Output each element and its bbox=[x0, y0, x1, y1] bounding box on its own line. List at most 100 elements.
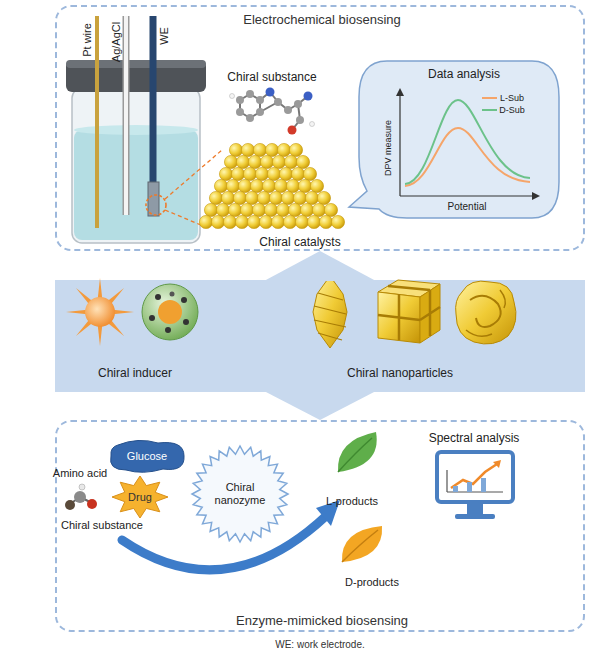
monitor-trend-head bbox=[493, 460, 501, 468]
molecule-circle bbox=[274, 98, 282, 106]
label-text: Chiral substance bbox=[227, 71, 316, 85]
gold-atom bbox=[235, 215, 248, 228]
label-text: L-Sub bbox=[500, 93, 524, 103]
gold-atom bbox=[214, 179, 227, 192]
electrochemical-cell bbox=[66, 16, 222, 243]
gold-atom bbox=[238, 179, 251, 192]
gold-atom bbox=[255, 167, 268, 180]
gold-helicoid-path bbox=[470, 296, 501, 327]
gold-atom bbox=[293, 191, 306, 204]
label-text: D-products bbox=[345, 576, 399, 589]
gold-atom bbox=[277, 143, 290, 156]
gold-atom bbox=[264, 203, 277, 216]
electrochemical-cell-circle bbox=[146, 195, 166, 215]
dpv-chart-polygon bbox=[396, 88, 404, 96]
gold-cube bbox=[378, 280, 440, 343]
chiral-inducer-sphere-circle bbox=[149, 315, 155, 321]
gold-atom bbox=[257, 191, 270, 204]
gold-atom bbox=[223, 215, 236, 228]
l-product-leaf-path bbox=[338, 438, 372, 472]
inducer-ray bbox=[113, 310, 134, 315]
gold-atom bbox=[271, 215, 284, 228]
monitor-neck bbox=[467, 504, 483, 514]
node-text: Chiral inducer bbox=[98, 367, 172, 381]
gold-atom bbox=[276, 203, 289, 216]
chiral-inducer-sphere-circle bbox=[183, 319, 189, 325]
chiral-inducer-sphere-circle bbox=[170, 292, 175, 297]
gold-atom bbox=[300, 203, 313, 216]
node-text: Chiral nanoparticles bbox=[347, 367, 453, 381]
label-text: D-Sub bbox=[499, 105, 525, 115]
gold-atom bbox=[291, 167, 304, 180]
molecule-circle bbox=[288, 126, 297, 135]
spiky-node: Chiral nanozyme bbox=[190, 444, 290, 544]
gold-atom bbox=[216, 203, 229, 216]
nanozyme-outline bbox=[192, 446, 288, 542]
gold-atom bbox=[284, 155, 297, 168]
gold-atom bbox=[296, 155, 309, 168]
dpv-chart-polygon bbox=[532, 192, 540, 200]
molecule-circle bbox=[256, 96, 264, 104]
glucose-blob bbox=[111, 440, 184, 472]
bubble-node: Data analysis bbox=[347, 57, 562, 222]
molecule-circle bbox=[296, 116, 304, 124]
node-text: Data analysis bbox=[428, 68, 500, 82]
chiral-inducer-sphere-circle bbox=[181, 297, 187, 303]
gold-atom bbox=[298, 179, 311, 192]
gold-atom bbox=[204, 203, 217, 216]
dpv-chart-line bbox=[482, 109, 497, 111]
speech-bubble bbox=[349, 61, 559, 218]
electrochemical-cell-ellipse bbox=[74, 125, 198, 135]
monitor-bar bbox=[453, 486, 458, 492]
gold-atom bbox=[307, 215, 320, 228]
gold-helicoid-path bbox=[466, 330, 492, 336]
electrochemical-cell-rect bbox=[72, 88, 200, 243]
gold-atom bbox=[252, 203, 265, 216]
gold-atom bbox=[281, 191, 294, 204]
monitor-bar bbox=[467, 482, 472, 492]
reaction-arrow-path bbox=[122, 516, 326, 570]
twisted-bipyramid-polygon bbox=[313, 276, 347, 348]
gold-atom bbox=[272, 155, 285, 168]
label-text: Amino acid bbox=[53, 467, 107, 480]
gold-helicoid-path bbox=[500, 290, 505, 308]
inducer-ray bbox=[66, 310, 87, 315]
gold-atom bbox=[199, 215, 212, 228]
d-product-leaf-path bbox=[342, 526, 382, 562]
gold-atom bbox=[303, 167, 316, 180]
gold-atom bbox=[317, 191, 330, 204]
node-text: Chiral nanozyme bbox=[209, 481, 271, 506]
amino-acid-molecule-circle bbox=[65, 500, 75, 510]
gold-atom bbox=[324, 203, 337, 216]
gold-atom bbox=[231, 167, 244, 180]
l-product-leaf-path bbox=[338, 432, 377, 472]
dpv-chart-line bbox=[482, 97, 497, 99]
electrochemical-cell-line bbox=[124, 16, 128, 215]
gold-atom bbox=[305, 191, 318, 204]
monitor-base bbox=[455, 514, 495, 519]
gold-atom bbox=[229, 143, 242, 156]
l-product-leaf bbox=[338, 432, 377, 472]
panel-title: Enzyme-mimicked biosensing bbox=[236, 614, 408, 629]
amino-acid-molecule-circle bbox=[79, 484, 85, 490]
d-product-leaf bbox=[342, 526, 382, 562]
label-text: Chiral substance bbox=[61, 519, 143, 532]
inducer-core bbox=[85, 297, 115, 327]
label-text: Chiral catalysts bbox=[259, 236, 340, 250]
amino-acid-molecule-circle bbox=[74, 491, 86, 503]
gold-helicoid-path bbox=[456, 281, 516, 344]
molecule-circle bbox=[236, 96, 244, 104]
gold-atom bbox=[211, 215, 224, 228]
drug-star bbox=[112, 476, 168, 518]
panel-title: Electrochemical biosensing bbox=[243, 13, 401, 28]
chiral-inducer-sphere-circle bbox=[155, 294, 161, 300]
twisted-bipyramid bbox=[313, 276, 347, 348]
gold-atom bbox=[331, 215, 344, 228]
gold-atom bbox=[248, 155, 261, 168]
gold-atom bbox=[224, 155, 237, 168]
monitor-bar bbox=[481, 478, 486, 492]
gold-atom bbox=[233, 191, 246, 204]
monitor-screen bbox=[437, 452, 513, 502]
molecule-circle bbox=[294, 100, 302, 108]
inducer-ray bbox=[98, 278, 103, 299]
